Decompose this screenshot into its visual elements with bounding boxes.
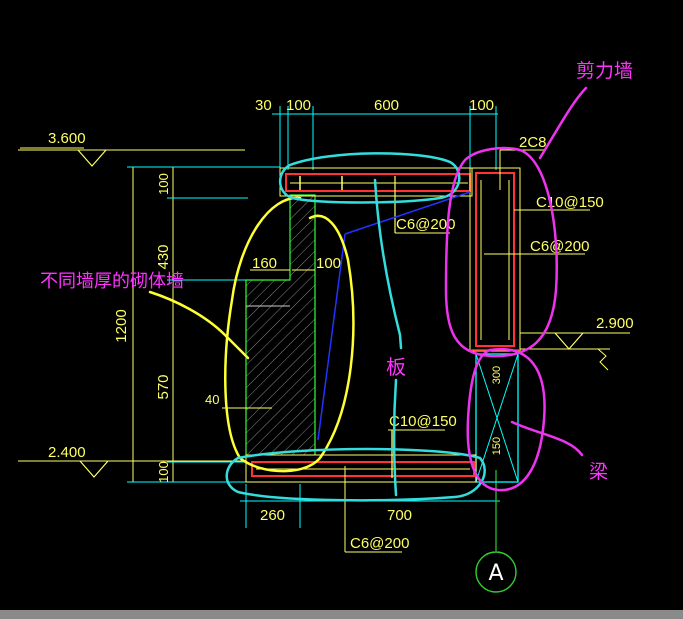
blue-diagonal-line	[317, 233, 346, 441]
rebar-shear-stirrup: C10@150	[536, 194, 604, 211]
dim-160: 160	[252, 255, 277, 272]
rebar-shear-bar: C6@200	[530, 238, 589, 255]
rebar-slab-bottom-dist: C6@200	[350, 535, 409, 552]
dim-top-100-right: 100	[469, 97, 494, 114]
dim-top-100-left: 100	[286, 97, 311, 114]
dim-700: 700	[387, 507, 412, 524]
annotation-beam: 梁	[589, 461, 608, 483]
level-label-bottom: 2.400	[48, 444, 86, 461]
highlight-masonry	[148, 196, 355, 473]
level-label-mid: 2.900	[596, 315, 634, 332]
dim-left-100-top: 100	[156, 173, 171, 195]
blue-top-line	[344, 191, 471, 235]
beam: 300 150	[475, 353, 519, 483]
axis-a: A	[475, 470, 517, 593]
annotation-shear-wall: 剪力墙	[576, 60, 633, 82]
beam-dim-upper: 300	[491, 366, 503, 384]
level-mark-top: 3.600	[18, 130, 245, 167]
dim-40: 40	[205, 392, 219, 407]
dimension-chain-top: 30 100 600 100	[255, 97, 498, 170]
dim-inner-100: 100	[316, 255, 341, 272]
dim-left-100-bottom: 100	[156, 461, 171, 483]
highlight-shear-wall	[444, 86, 588, 358]
highlight-bottom-slab	[225, 378, 486, 502]
dim-1200: 1200	[113, 309, 130, 342]
axis-label: A	[488, 561, 503, 586]
dim-30: 30	[255, 97, 272, 114]
annotation-masonry-wall: 不同墙厚的砌体墙	[40, 271, 184, 292]
rebar-slab-bottom-main: C10@150	[389, 413, 457, 430]
rebar-top-bar: 2C8	[519, 134, 547, 151]
level-mark-mid: 2.900	[520, 315, 634, 371]
highlight-beam	[466, 347, 584, 492]
highlight-top-slab	[278, 152, 461, 350]
level-label-top: 3.600	[48, 130, 86, 147]
rebar-slab-top: C6@200	[396, 216, 455, 233]
dim-430: 430	[155, 244, 172, 269]
dimension-chain-bottom: 260 700	[240, 484, 500, 528]
masonry-wall: 160 100 40	[205, 194, 341, 455]
status-bar	[0, 610, 683, 619]
dim-600: 600	[374, 97, 399, 114]
shear-wall: 2C8 C10@150 C6@200	[469, 134, 604, 352]
level-mark-bottom: 2.400	[18, 444, 245, 478]
dim-260: 260	[260, 507, 285, 524]
dim-570: 570	[155, 374, 172, 399]
annotation-slab: 板	[386, 355, 406, 379]
beam-dim-lower: 150	[491, 437, 503, 455]
